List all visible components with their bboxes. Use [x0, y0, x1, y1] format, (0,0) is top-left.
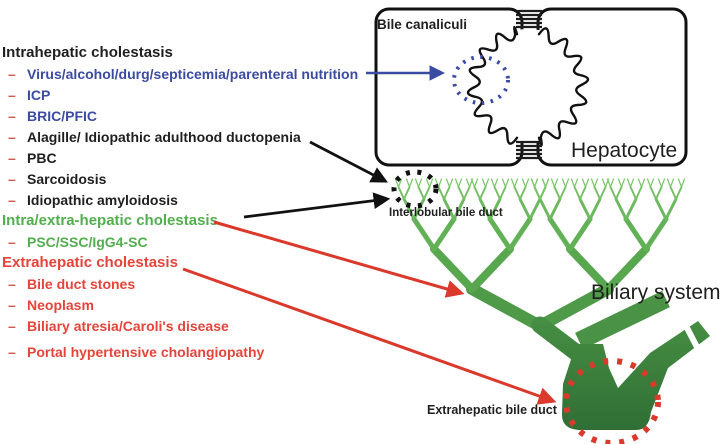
dash-bullet: – [8, 296, 16, 313]
list-item: – Neoplasm [8, 296, 94, 313]
dash-bullet: – [8, 191, 16, 208]
microvilli-border-right [537, 27, 590, 147]
extrahepatic-bile-duct-shape [561, 321, 710, 430]
tight-junction-top [516, 9, 542, 29]
bile-canaliculi-highlight-circle [452, 55, 510, 105]
dash-bullet: – [8, 107, 16, 124]
arrow-intra-extra-to-interlobular-duct [243, 192, 391, 219]
dash-bullet: – [8, 170, 16, 187]
dash-bullet: – [8, 233, 16, 250]
microvilli-border-left [466, 25, 519, 145]
dash-bullet: – [8, 86, 16, 103]
heading-text: Extrahepatic cholestasis [2, 254, 178, 271]
list-item: – ICP [8, 86, 51, 103]
dash-bullet: – [8, 65, 16, 82]
list-item: – Portal hypertensive cholangiopathy [8, 343, 265, 360]
side-bile-duct-branch [575, 290, 670, 350]
list-item: – BRIC/PFIC [8, 107, 97, 124]
dash-bullet: – [8, 343, 16, 360]
list-item: – Bile duct stones [8, 275, 136, 292]
list-item: – Sarcoidosis [8, 170, 107, 187]
tight-junction-bottom [516, 140, 542, 160]
bile-canaliculus-lumen [471, 29, 585, 143]
arrow-ductopenia-to-interlobular-duct [309, 140, 388, 183]
list-item: – PSC/SSC/IgG4-SC [8, 233, 148, 250]
hepatocyte-label: Hepatocyte [571, 139, 678, 162]
legend-heading-intra-extra-hepatic: Intra/extra-hepatic cholestasis [0, 210, 384, 231]
interlobular-bile-duct-label: Interlobular bile duct [389, 207, 503, 219]
list-item: – Virus/alcohol/durg/septicemia/parenter… [8, 65, 359, 82]
dash-bullet: – [8, 128, 16, 145]
arrow-extrahepatic-to-duct [182, 267, 557, 405]
dash-bullet: – [8, 317, 16, 334]
interlobular-bile-duct-circle [391, 169, 439, 209]
cholestasis-legend: Intrahepatic cholestasis – Virus/alcohol… [0, 42, 384, 362]
dash-bullet: – [8, 275, 16, 292]
dash-bullet: – [8, 149, 16, 166]
arrow-to-large-bile-ducts [213, 220, 465, 298]
list-item: – PBC [8, 149, 57, 166]
legend-heading-extrahepatic: Extrahepatic cholestasis [0, 252, 384, 273]
extrahepatic-bile-duct-label: Extrahepatic bile duct [427, 403, 557, 417]
biliary-system-label: Biliary system [591, 281, 720, 304]
list-item: – Idiopathic amyloidosis [8, 191, 178, 208]
list-item: – Biliary atresia/Caroli's disease [8, 317, 229, 334]
heading-text: Intra/extra-hepatic cholestasis [2, 212, 218, 229]
list-item: – Alagille/ Idiopathic adulthood ductope… [8, 128, 301, 145]
duct-cut-mark [681, 320, 702, 353]
biliary-tree-branches [394, 178, 686, 332]
legend-heading-intrahepatic: Intrahepatic cholestasis [0, 42, 384, 63]
bile-canaliculi-label: Bile canaliculi [377, 17, 468, 32]
extrahepatic-bile-duct-circle [563, 358, 661, 444]
heading-text: Intrahepatic cholestasis [2, 44, 173, 61]
